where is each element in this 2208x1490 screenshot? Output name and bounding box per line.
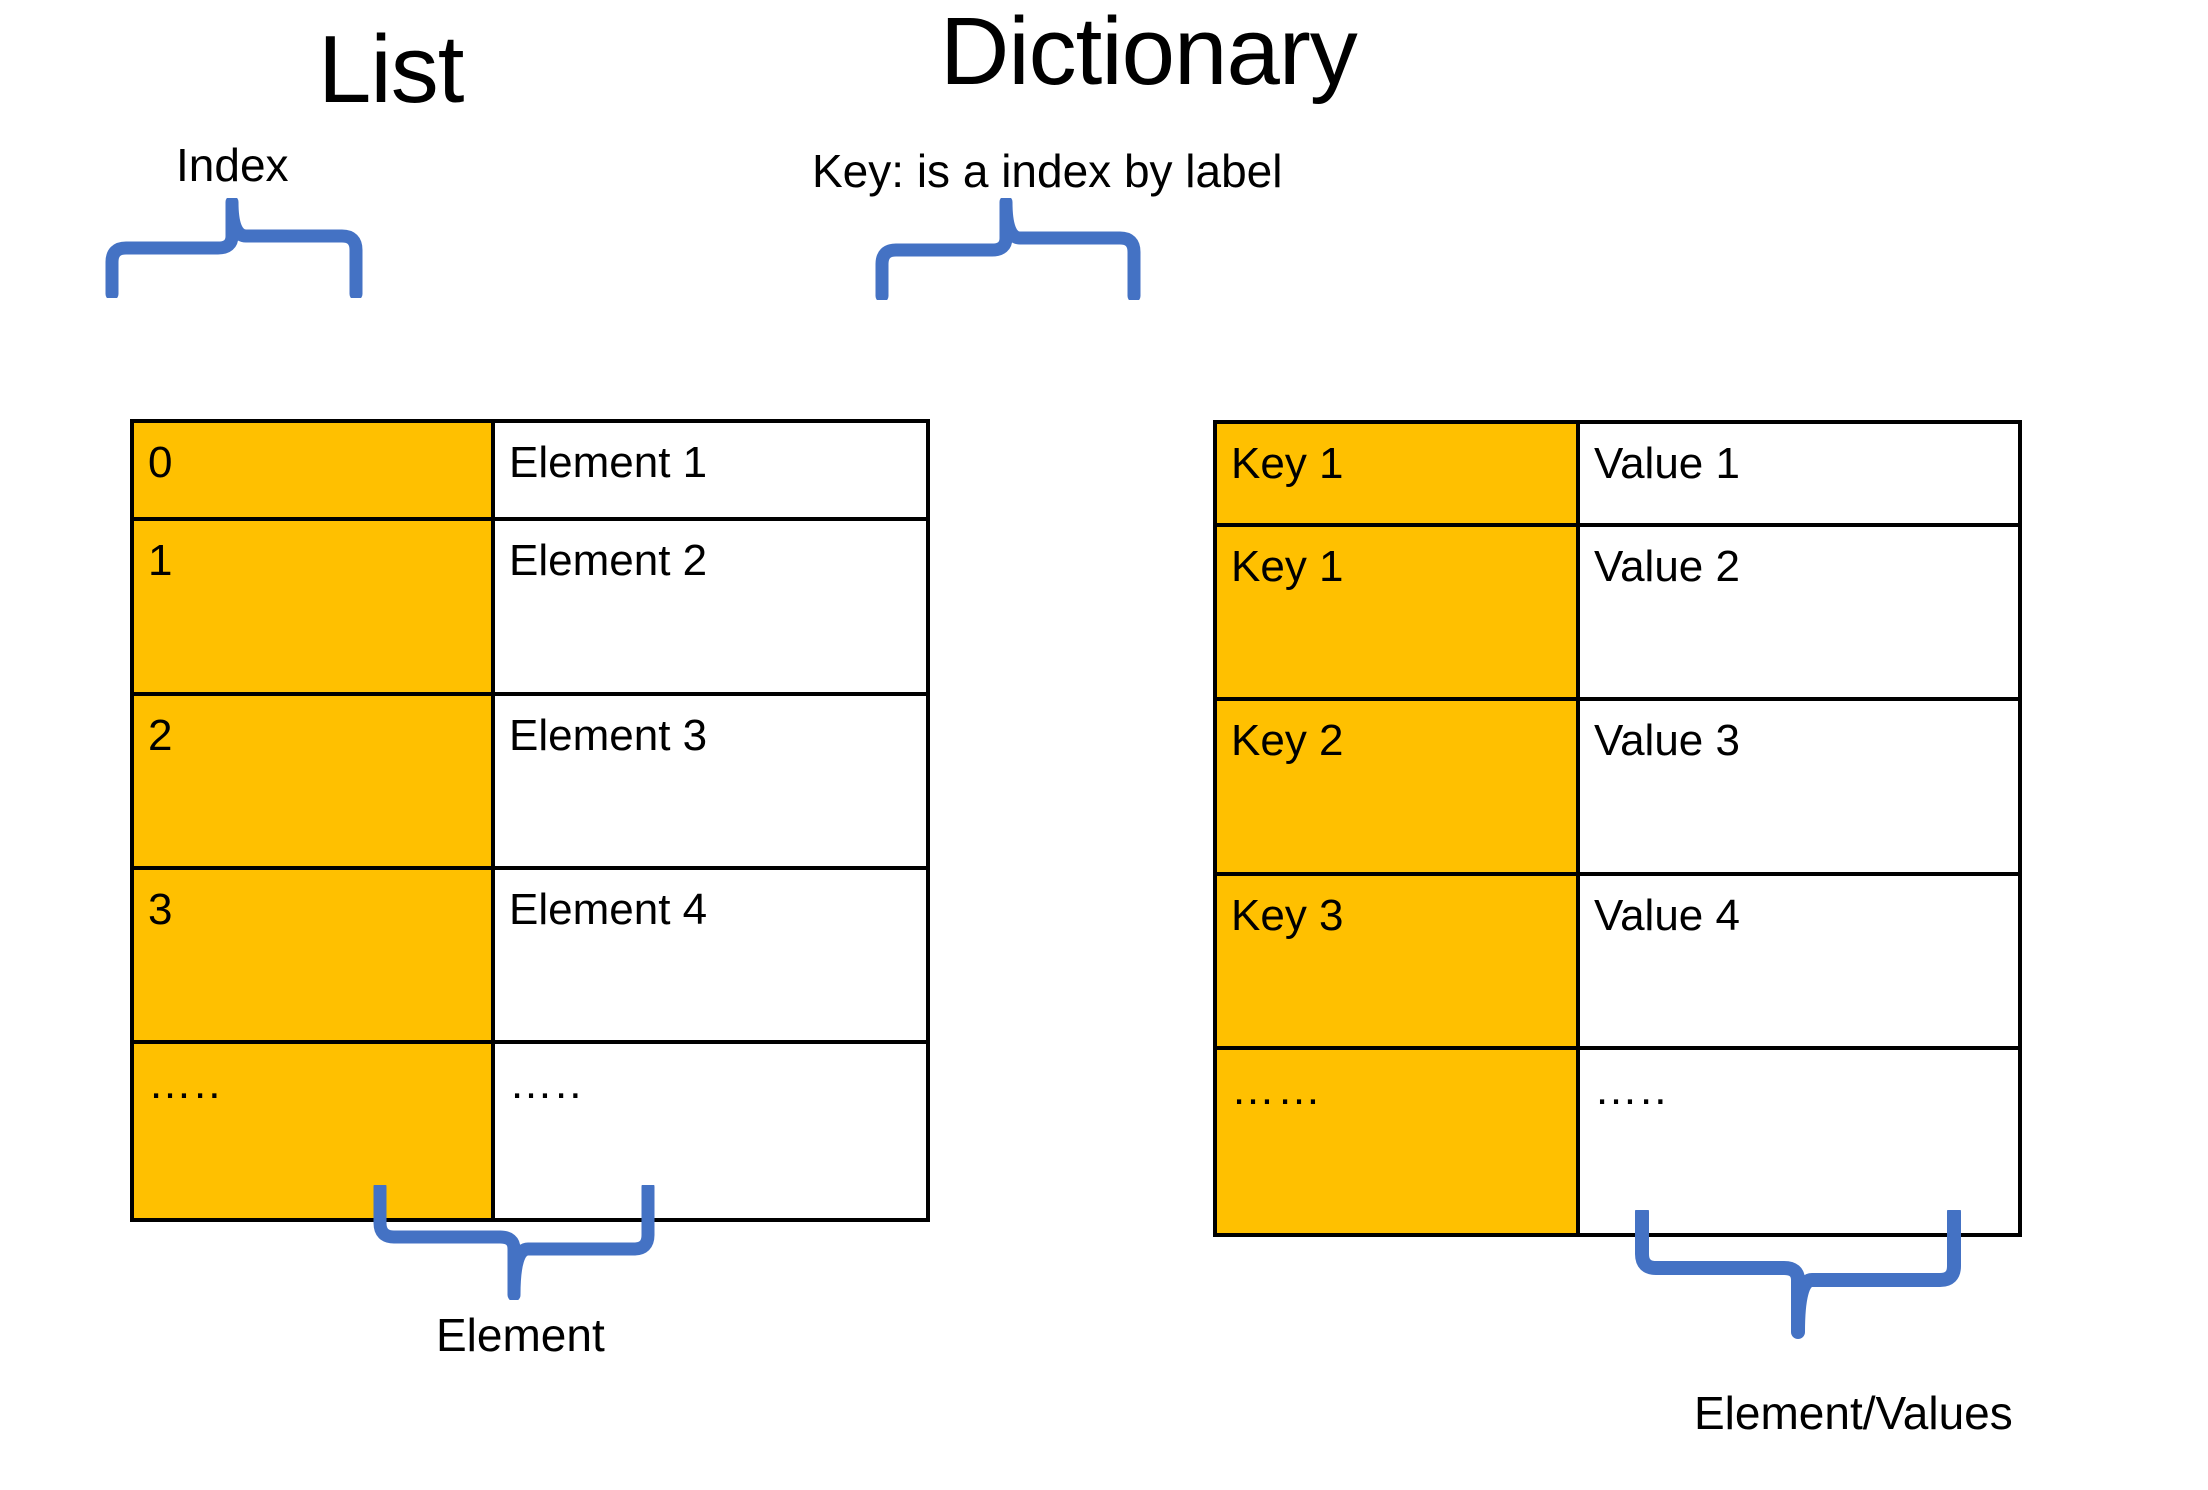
list-element-cell: Element 1 [495, 423, 926, 517]
dictionary-key-cell: Key 3 [1217, 876, 1580, 1046]
list-element-cell: Element 4 [495, 870, 926, 1040]
list-index-cell: 0 [134, 423, 495, 517]
dictionary-key-brace-label: Key: is a index by label [812, 145, 1283, 197]
list-element-cell: Element 3 [495, 696, 926, 866]
dictionary-value-cell: Value 1 [1580, 424, 2018, 523]
table-row: 3 Element 4 [134, 870, 926, 1044]
table-row: Key 3 Value 4 [1217, 876, 2018, 1050]
list-element-brace-label: Element [436, 1309, 605, 1361]
dictionary-value-cell: Value 2 [1580, 527, 2018, 697]
list-index-cell: 2 [134, 696, 495, 866]
dictionary-title: Dictionary [940, 0, 1358, 105]
dictionary-key-cell: …… [1217, 1050, 1580, 1233]
table-row: 2 Element 3 [134, 696, 926, 870]
table-row: Key 1 Value 2 [1217, 527, 2018, 701]
list-index-cell: 1 [134, 521, 495, 692]
table-row: ….. ….. [134, 1044, 926, 1218]
table-row: …… ….. [1217, 1050, 2018, 1233]
list-index-cell: 3 [134, 870, 495, 1040]
list-index-brace-label: Index [176, 139, 289, 191]
table-row: Key 2 Value 3 [1217, 701, 2018, 876]
dictionary-value-cell: ….. [1580, 1050, 2018, 1233]
dictionary-key-cell: Key 2 [1217, 701, 1580, 872]
dictionary-key-brace-icon [875, 198, 1141, 300]
dictionary-values-brace-label: Element/Values [1694, 1387, 2013, 1439]
list-element-cell: ….. [495, 1044, 926, 1218]
dictionary-key-cell: Key 1 [1217, 424, 1580, 523]
dictionary-key-cell: Key 1 [1217, 527, 1580, 697]
dictionary-table: Key 1 Value 1 Key 1 Value 2 Key 2 Value … [1213, 420, 2022, 1237]
list-table: 0 Element 1 1 Element 2 2 Element 3 3 El… [130, 419, 930, 1222]
dictionary-value-cell: Value 3 [1580, 701, 2018, 872]
list-index-cell: ….. [134, 1044, 495, 1218]
list-index-brace-icon [105, 198, 363, 298]
table-row: 0 Element 1 [134, 423, 926, 521]
dictionary-value-cell: Value 4 [1580, 876, 2018, 1046]
table-row: 1 Element 2 [134, 521, 926, 696]
list-title: List [318, 16, 464, 123]
table-row: Key 1 Value 1 [1217, 424, 2018, 527]
list-element-cell: Element 2 [495, 521, 926, 692]
